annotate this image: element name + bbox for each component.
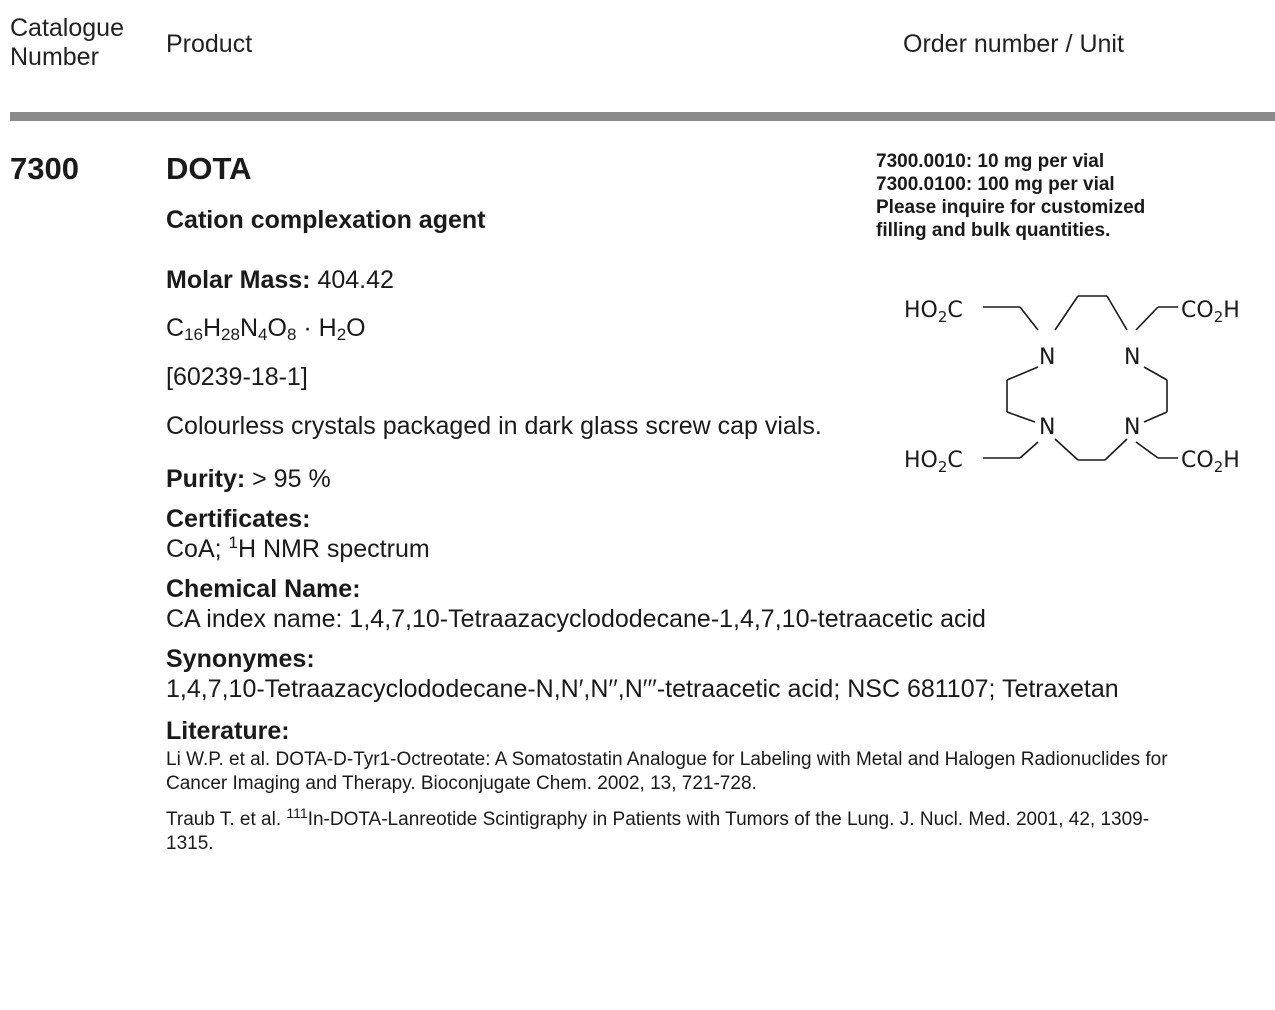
nitrogen-label: N	[1124, 415, 1140, 440]
catalogue-header-line1: Catalogue	[10, 14, 124, 42]
product-header: Product	[166, 30, 253, 58]
structure-bonds	[983, 295, 1178, 461]
cas-number: [60239-18-1]	[166, 363, 308, 391]
product-subtitle: Cation complexation agent	[166, 206, 486, 234]
ho2c-label: HO2C	[904, 448, 963, 476]
nitrogen-label: N	[1124, 345, 1140, 370]
catalogue-header-line2: Number	[10, 43, 99, 71]
order-line-1: 7300.0010: 10 mg per vial	[876, 151, 1105, 172]
chemical-name: CA index name: 1,4,7,10-Tetraazacyclodod…	[166, 605, 986, 633]
chemical-name-label: Chemical Name:	[166, 575, 361, 603]
molar-mass: Molar Mass: 404.42	[166, 265, 886, 295]
catalogue-number-header: Catalogue Number	[10, 14, 124, 72]
nitrogen-label: N	[1039, 415, 1055, 440]
certificates-label: Certificates:	[166, 505, 311, 533]
product-name: DOTA	[166, 151, 252, 186]
order-line-2: 7300.0100: 100 mg per vial	[876, 174, 1115, 195]
molecular-formula: C16H28N4O8 · H2O	[166, 314, 366, 344]
purity: Purity: > 95 %	[166, 464, 886, 494]
header-divider	[10, 112, 1275, 121]
synonymes-label: Synonymes:	[166, 645, 315, 673]
dota-structure-diagram: N N N N HO2C HO2C CO2H CO2H	[904, 295, 1240, 476]
literature-ref-2: Traub T. et al. 111In-DOTA-Lanreotide Sc…	[166, 805, 1150, 854]
order-unit-header: Order number / Unit	[903, 30, 1124, 58]
co2h-label: CO2H	[1181, 298, 1240, 326]
order-line-4: filling and bulk quantities.	[876, 220, 1111, 241]
literature-ref-1: Li W.P. et al. DOTA-D-Tyr1-Octreotate: A…	[166, 749, 1168, 794]
catalogue-number: 7300	[10, 151, 79, 186]
nitrogen-label: N	[1039, 345, 1055, 370]
purity-value: > 95 %	[252, 465, 331, 493]
certificates-value: CoA; 1H NMR spectrum	[166, 533, 430, 563]
literature-label: Literature:	[166, 717, 290, 745]
order-line-3: Please inquire for customized	[876, 197, 1146, 218]
purity-label: Purity:	[166, 465, 246, 493]
structure-atoms: N N N N HO2C HO2C CO2H CO2H	[904, 298, 1240, 476]
ho2c-label: HO2C	[904, 298, 963, 326]
product-description: Colourless crystals packaged in dark gla…	[166, 412, 822, 440]
molar-mass-value: 404.42	[317, 266, 394, 294]
order-info: 7300.0010: 10 mg per vial 7300.0100: 100…	[876, 150, 1256, 242]
synonymes: 1,4,7,10-Tetraazacyclododecane-N,N′,N′′,…	[166, 675, 1119, 703]
molar-mass-label: Molar Mass:	[166, 266, 311, 294]
co2h-label: CO2H	[1181, 448, 1240, 476]
product-details: Cation complexation agent Molar Mass: 40…	[166, 205, 1168, 856]
